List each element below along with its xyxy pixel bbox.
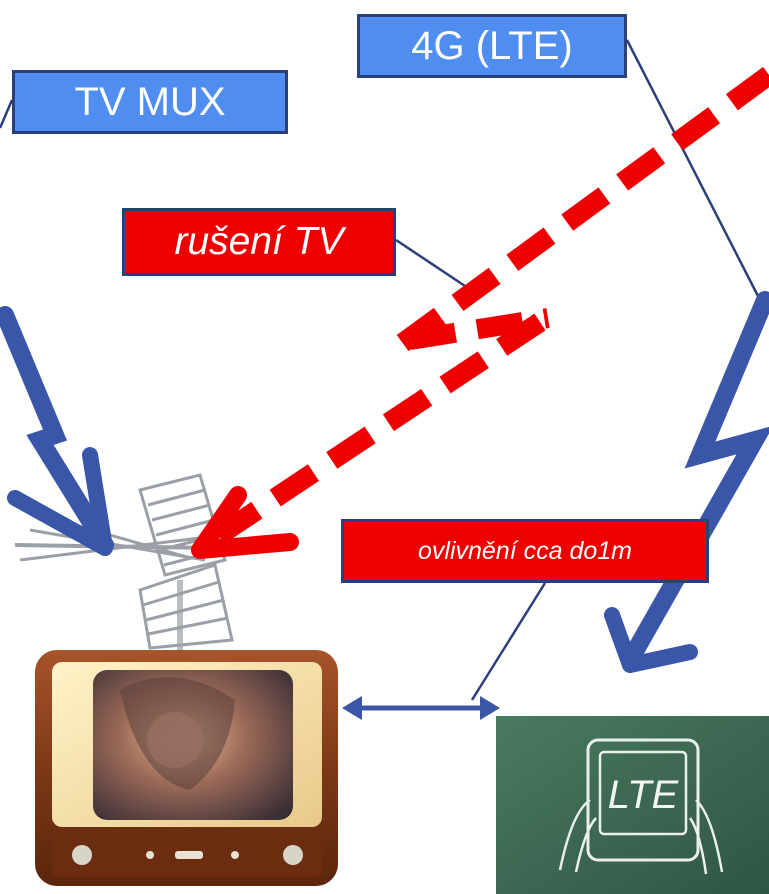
interference-arrow xyxy=(191,66,769,559)
mux-signal-arrow xyxy=(0,306,114,556)
proximity-arrow xyxy=(342,696,500,720)
tv-mux-label: TV MUX xyxy=(12,70,288,134)
interference-label: rušení TV xyxy=(122,208,396,276)
lte-signal-arrow xyxy=(604,291,769,673)
ruseni-callout-line xyxy=(395,238,469,290)
antenna-icon xyxy=(14,473,234,650)
lte-source-label: 4G (LTE) xyxy=(357,14,627,78)
tv-knob-left xyxy=(72,845,92,865)
tv-icon xyxy=(35,650,338,886)
lte-tablet-icon: LTE xyxy=(496,716,769,894)
tablet-lte-text: LTE xyxy=(608,773,680,817)
tv-knob-right xyxy=(283,845,303,865)
ovliv-callout-line xyxy=(470,582,547,701)
lte-callout-line xyxy=(625,39,762,301)
proximity-label: ovlivnění cca do1m xyxy=(341,519,709,583)
callout-lines xyxy=(0,39,762,701)
mux-callout-line xyxy=(0,99,14,129)
